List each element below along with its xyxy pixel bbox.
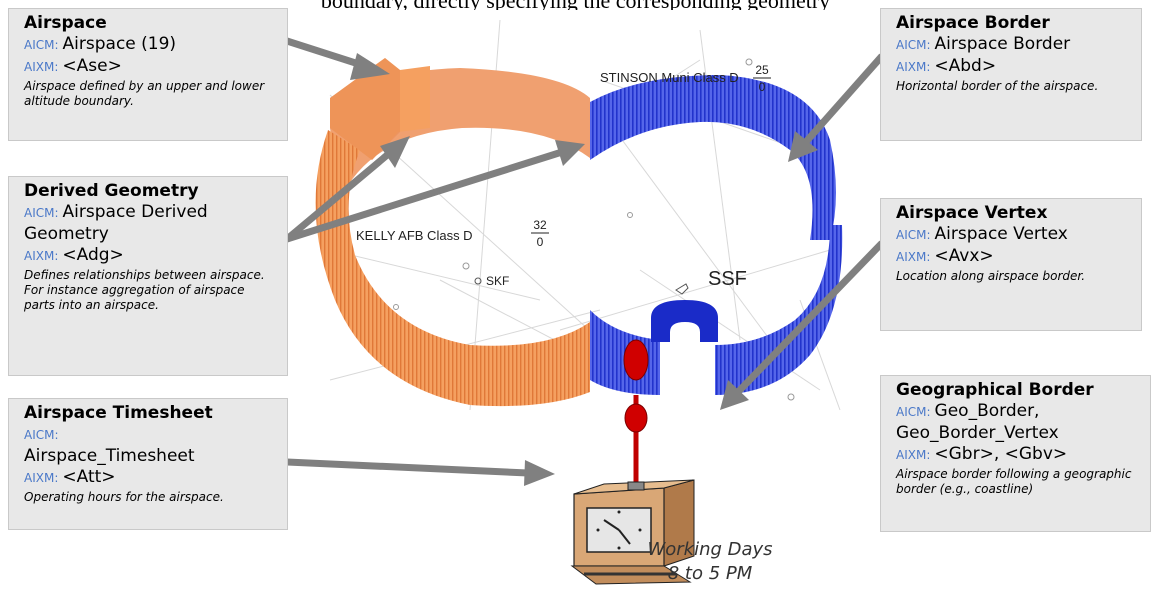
stinson-lower: 0 — [759, 80, 766, 94]
card-description: Defines relationships between airspace. … — [24, 268, 265, 312]
aixm-value: <Ase> — [62, 56, 122, 76]
card-description: Location along airspace border. — [896, 269, 1086, 283]
airspace-blue-wall-top — [590, 75, 836, 240]
aicm-value: Airspace_Timesheet — [24, 446, 195, 466]
aicm-label: AICM: — [896, 228, 931, 242]
aicm-label: AICM: — [24, 206, 59, 220]
aicm-label: AICM: — [24, 428, 59, 442]
skf-point — [474, 277, 482, 285]
aicm-value: Geo_Border, Geo_Border_Vertex — [896, 401, 1059, 443]
ssf-label: SSF — [708, 268, 747, 290]
aixm-value: <Gbr>, <Gbv> — [934, 444, 1068, 464]
aicm-value: Airspace Vertex — [934, 224, 1068, 244]
card-description: Airspace defined by an upper and lower a… — [24, 79, 265, 108]
aixm-label: AIXM: — [24, 60, 59, 74]
aixm-label: AIXM: — [896, 60, 931, 74]
timesheet-caption: Working Days 8 to 5 PM — [630, 538, 790, 586]
card-title: Airspace — [24, 13, 107, 33]
card-title: Derived Geometry — [24, 181, 199, 201]
card-title: Airspace Border — [896, 13, 1050, 33]
card-description: Horizontal border of the airspace. — [896, 79, 1099, 93]
stinson-upper: 25 — [755, 63, 769, 77]
card-description: Operating hours for the airspace. — [24, 490, 224, 504]
aicm-value: Airspace Border — [934, 34, 1071, 54]
kelly-label: KELLY AFB Class D — [356, 228, 473, 243]
caption-line-1: Working Days — [647, 539, 773, 560]
airspace-blue-notch — [651, 300, 718, 342]
aixm-value: <Abd> — [934, 56, 997, 76]
aixm-value: <Adg> — [62, 245, 124, 265]
skf-label: SKF — [486, 274, 509, 288]
card-airspace: Airspace AICM:Airspace (19) AIXM:<Ase> A… — [8, 8, 288, 141]
card-title: Airspace Vertex — [896, 203, 1048, 223]
map-points — [393, 58, 795, 401]
aixm-label: AIXM: — [24, 471, 59, 485]
aicm-value: Airspace (19) — [62, 34, 177, 54]
caption-line-2: 8 to 5 PM — [667, 563, 753, 584]
aixm-label: AIXM: — [896, 448, 931, 462]
pointer-arrows — [284, 37, 885, 477]
aicm-label: AICM: — [24, 38, 59, 52]
computer-clock-icon — [570, 339, 695, 585]
aixm-label: AIXM: — [24, 249, 59, 263]
aicm-value: Airspace Derived Geometry — [24, 202, 208, 244]
aixm-value: <Att> — [62, 467, 116, 487]
kelly-lower: 0 — [537, 235, 544, 249]
card-airspace-border: Airspace Border AICM:Airspace Border AIX… — [880, 8, 1142, 141]
aicm-label: AICM: — [896, 405, 931, 419]
kelly-upper: 32 — [533, 218, 547, 232]
card-description: Airspace border following a geographic b… — [896, 467, 1132, 496]
stinson-label: STINSON Muni Class D — [600, 70, 739, 85]
ssf-point-icon — [675, 283, 689, 295]
airspace-orange-wall — [315, 130, 590, 407]
aixm-label: AIXM: — [896, 250, 931, 264]
card-airspace-vertex: Airspace Vertex AICM:Airspace Vertex AIX… — [880, 198, 1142, 331]
card-airspace-timesheet: Airspace Timesheet AICM: Airspace_Timesh… — [8, 398, 288, 530]
pointer-arrowheads — [350, 53, 818, 486]
aicm-label: AICM: — [896, 38, 931, 52]
card-title: Airspace Timesheet — [24, 403, 213, 423]
card-geographical-border: Geographical Border AICM:Geo_Border, Geo… — [880, 375, 1151, 532]
aixm-value: <Avx> — [934, 246, 994, 266]
card-title: Geographical Border — [896, 380, 1094, 400]
card-derived-geometry: Derived Geometry AICM:Airspace Derived G… — [8, 176, 288, 376]
top-text: boundary, directly specifying the corres… — [0, 0, 1151, 10]
